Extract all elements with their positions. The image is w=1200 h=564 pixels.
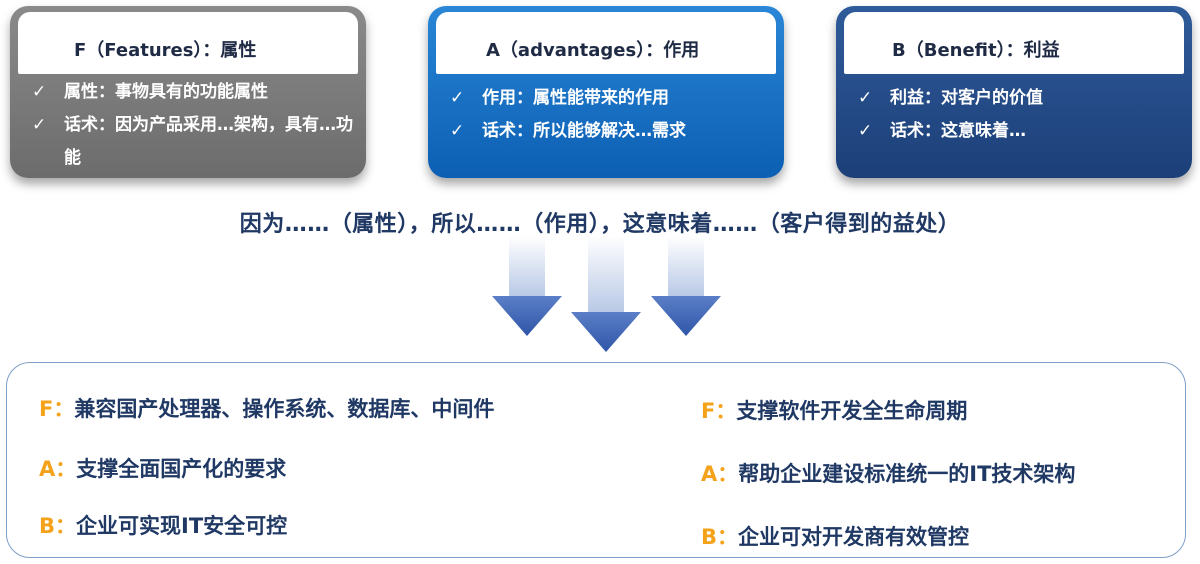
fab-formula: 因为……（属性），所以……（作用），这意味着……（客户得到的益处）	[239, 212, 961, 237]
card-advantages-items: ✓ 作用：属性能带来的作用 ✓ 话术：所以能够解决…需求	[428, 82, 784, 148]
card-advantages-item: ✓ 作用：属性能带来的作用	[428, 82, 784, 115]
example-left-b: B：企业可实现IT安全可控	[39, 510, 287, 540]
example-right-f: F：支撑软件开发全生命周期	[701, 395, 967, 425]
example-right-b: B：企业可对开发商有效管控	[701, 521, 969, 551]
card-features: F（Features）：属性 ✓ 属性：事物具有的功能属性 ✓ 话术：因为产品采…	[10, 6, 366, 178]
card-benefit-item: ✓ 话术：这意味着…	[836, 115, 1192, 148]
check-icon: ✓	[32, 82, 47, 102]
arrow-down-icon	[492, 236, 562, 336]
example-left-a: A：支撑全面国产化的要求	[39, 453, 286, 483]
arrow-down-icon	[571, 236, 641, 352]
check-icon: ✓	[450, 88, 465, 108]
example-right-a: A：帮助企业建设标准统一的IT技术架构	[701, 458, 1075, 488]
card-advantages-title: A（advantages）：作用	[436, 12, 776, 74]
example-text: 帮助企业建设标准统一的IT技术架构	[738, 462, 1076, 486]
example-text: 企业可对开发商有效管控	[738, 525, 970, 549]
card-benefit-item-text: 话术：这意味着…	[890, 121, 1026, 141]
check-icon: ✓	[450, 121, 465, 141]
card-features-item-text: 话术：因为产品采用…架构，具有…功能	[64, 115, 353, 168]
example-text: 企业可实现IT安全可控	[76, 514, 288, 538]
example-tag: B：	[39, 514, 77, 538]
card-features-title: F（Features）：属性	[18, 12, 358, 74]
card-features-item-text: 属性：事物具有的功能属性	[64, 82, 268, 102]
card-benefit-items: ✓ 利益：对客户的价值 ✓ 话术：这意味着…	[836, 82, 1192, 148]
example-tag: A：	[39, 457, 77, 481]
example-left-f: F：兼容国产处理器、操作系统、数据库、中间件	[39, 393, 494, 423]
example-tag: A：	[701, 462, 739, 486]
example-text: 支撑全面国产化的要求	[76, 457, 287, 481]
card-features-item: ✓ 话术：因为产品采用…架构，具有…功能	[10, 109, 366, 175]
example-tag: B：	[701, 525, 739, 549]
check-icon: ✓	[858, 88, 873, 108]
card-advantages-item: ✓ 话术：所以能够解决…需求	[428, 115, 784, 148]
example-text: 支撑软件开发全生命周期	[736, 399, 968, 423]
card-benefit-item-text: 利益：对客户的价值	[890, 88, 1043, 108]
example-tag: F：	[39, 397, 75, 421]
example-text: 兼容国产处理器、操作系统、数据库、中间件	[74, 397, 495, 421]
check-icon: ✓	[858, 121, 873, 141]
card-benefit-title: B（Benefit）：利益	[844, 12, 1184, 74]
card-advantages: A（advantages）：作用 ✓ 作用：属性能带来的作用 ✓ 话术：所以能够…	[428, 6, 784, 178]
card-features-item: ✓ 属性：事物具有的功能属性	[10, 76, 366, 109]
fab-example-panel: F：兼容国产处理器、操作系统、数据库、中间件 A：支撑全面国产化的要求 B：企业…	[6, 362, 1186, 558]
card-features-items: ✓ 属性：事物具有的功能属性 ✓ 话术：因为产品采用…架构，具有…功能	[10, 76, 366, 175]
check-icon: ✓	[32, 115, 47, 135]
card-advantages-item-text: 作用：属性能带来的作用	[482, 88, 669, 108]
example-tag: F：	[701, 399, 737, 423]
arrow-down-icon	[651, 236, 721, 336]
card-benefit-item: ✓ 利益：对客户的价值	[836, 82, 1192, 115]
card-benefit: B（Benefit）：利益 ✓ 利益：对客户的价值 ✓ 话术：这意味着…	[836, 6, 1192, 178]
card-advantages-item-text: 话术：所以能够解决…需求	[482, 121, 686, 141]
